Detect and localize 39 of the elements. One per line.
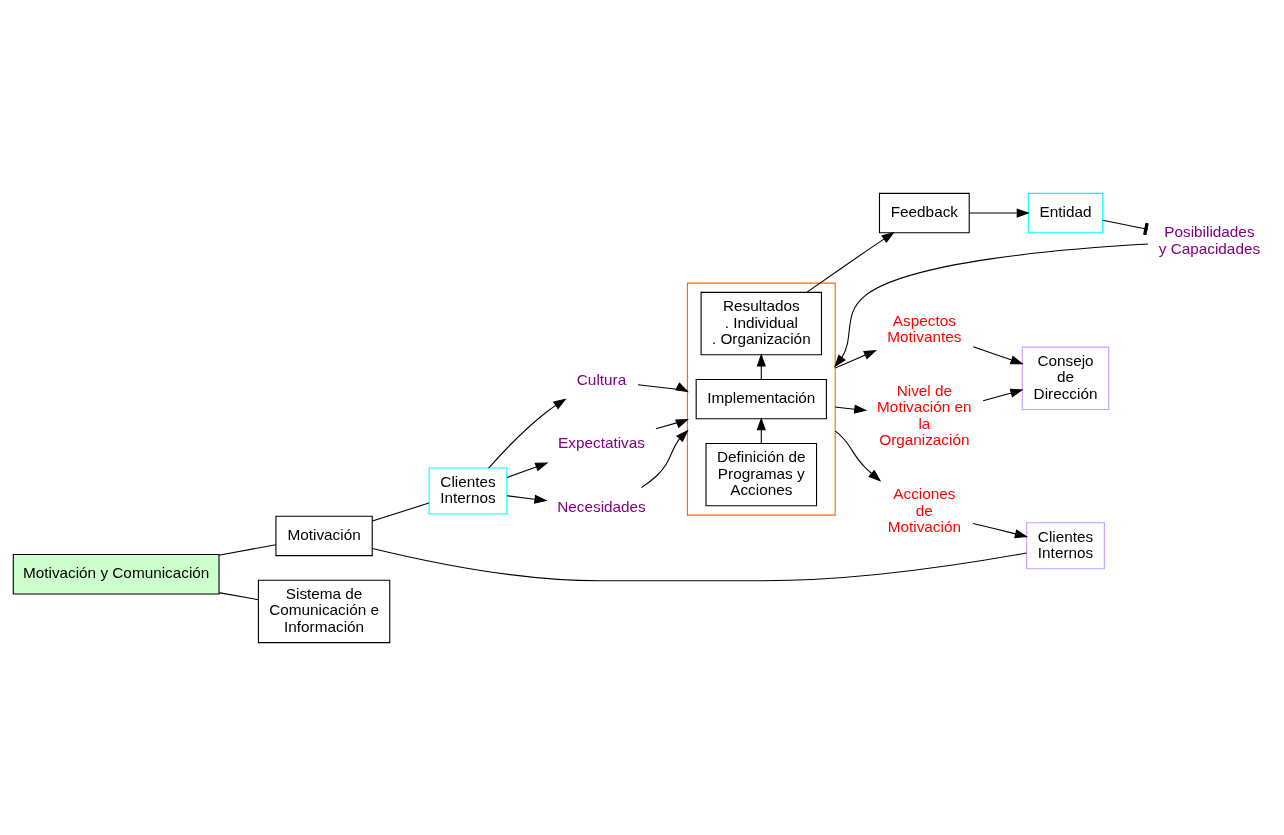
node-box: Motivación (275, 515, 373, 556)
cluster (686, 282, 836, 516)
connector (371, 502, 430, 522)
node-box: Resultados . Individual . Organización (700, 291, 823, 355)
connector (1102, 219, 1149, 235)
arrow (834, 404, 868, 414)
arrow (972, 522, 1028, 538)
connector (218, 591, 259, 600)
arrow (655, 418, 689, 429)
arrow (982, 388, 1024, 401)
connector (218, 543, 277, 556)
arrow (834, 243, 1149, 368)
node-text: Posibilidades y Capacidades (1158, 222, 1261, 257)
node-text: Expectativas (558, 433, 645, 451)
arrow (834, 429, 882, 482)
arrow (640, 429, 689, 488)
node-box: Feedback (878, 192, 970, 233)
node-text: Acciones de Motivación (887, 484, 961, 535)
arrow (834, 349, 877, 368)
node-text: Nivel de Motivación en la Organización (877, 381, 972, 448)
arrow (506, 494, 548, 504)
node-box: Definición de Programas y Acciones (705, 442, 818, 506)
node-box: Sistema de Comunicación e Información (257, 579, 391, 643)
node-box: Implementación (695, 378, 827, 419)
node-text: Cultura (576, 370, 627, 388)
arrow (968, 208, 1030, 218)
arrow (972, 345, 1024, 364)
arrow (806, 231, 895, 293)
arrow (506, 462, 549, 478)
arrow (488, 397, 567, 469)
node-box: Consejo de Dirección (1021, 346, 1110, 410)
node-text: Aspectos Motivantes (887, 311, 962, 345)
node-box: Clientes Internos (428, 467, 508, 515)
node-box: Motivación y Comunicación (12, 553, 220, 594)
arrow (637, 381, 689, 392)
node-text: Necesidades (557, 497, 646, 515)
connector (372, 547, 1027, 581)
node-box: Entidad (1027, 192, 1104, 233)
node-box: Clientes Internos (1026, 521, 1105, 569)
